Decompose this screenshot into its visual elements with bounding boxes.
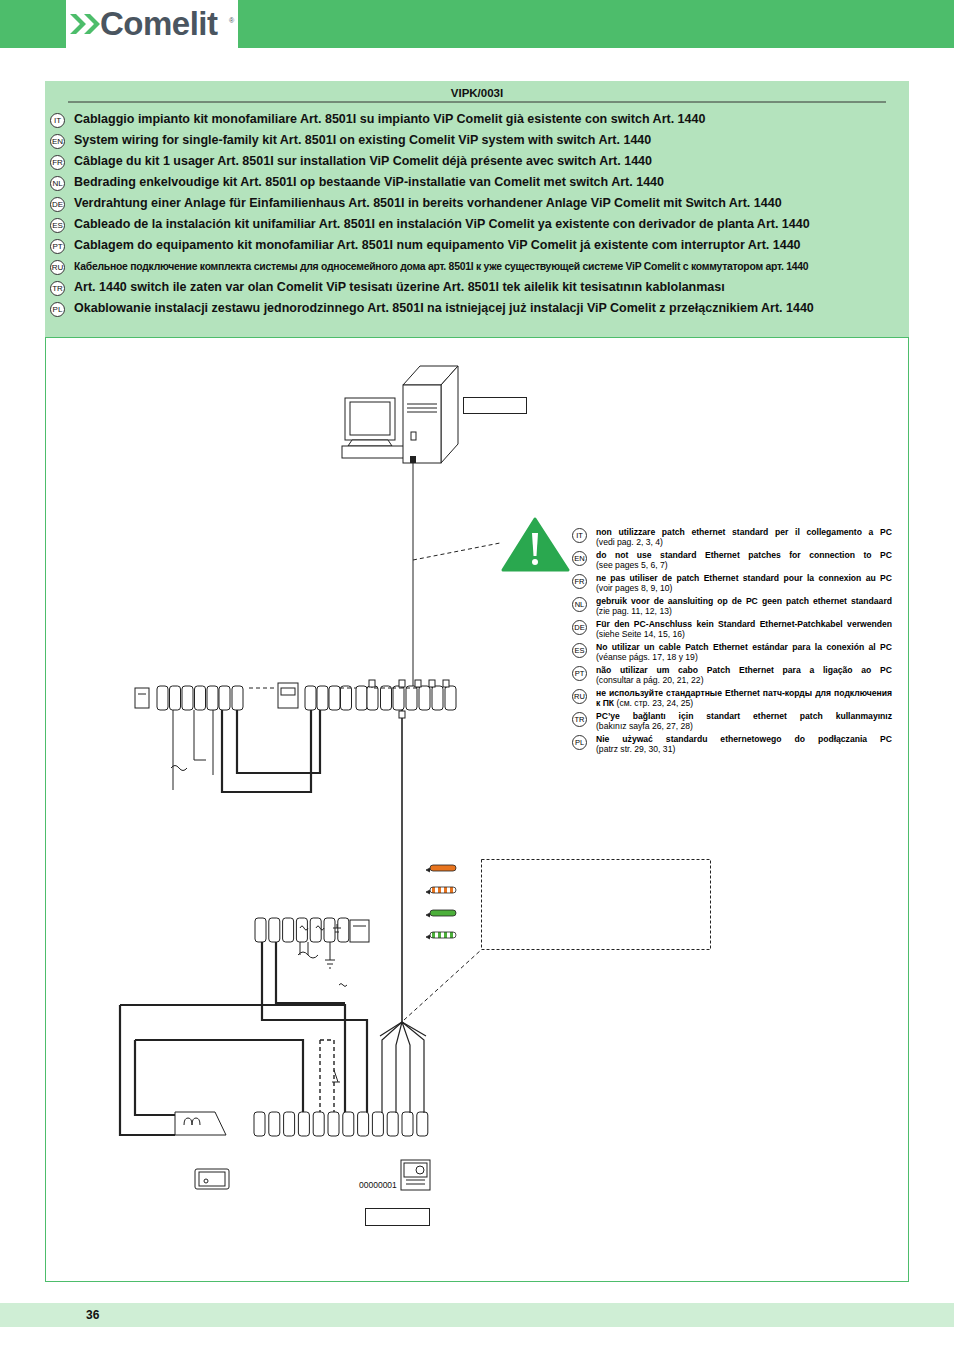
warning-note: PC’ye bağlantı için standart ethernet pa… [596, 711, 892, 721]
language-code: IT [50, 113, 65, 128]
note-text: do not use standard Ethernet patches for… [596, 550, 892, 570]
language-code: ES [572, 643, 587, 658]
page-reference: (see pages 5, 6, 7) [596, 560, 668, 570]
language-code: ES [50, 218, 65, 233]
language-code: NL [50, 176, 65, 191]
warning-note: Für den PC-Anschluss kein Standard Ether… [596, 619, 892, 629]
note-text: non utilizzare patch ethernet standard p… [596, 527, 892, 547]
heading-line: Cablagem do equipamento kit monofamiliar… [74, 238, 801, 253]
language-code: RU [572, 689, 587, 704]
note-text: PC’ye bağlantı için standart ethernet pa… [596, 711, 892, 731]
language-code: IT [572, 528, 587, 543]
page-reference: (consultar a pág. 20, 21, 22) [596, 675, 704, 685]
language-code: PL [572, 735, 587, 750]
language-code: NL [572, 597, 587, 612]
heading-line: Art. 1440 switch ile zaten var olan Come… [74, 280, 725, 295]
language-code: PT [50, 239, 65, 254]
heading-line: Cablaggio impianto kit monofamiliare Art… [74, 112, 705, 127]
language-code: EN [50, 134, 65, 149]
serial-number: 00000001 [359, 1180, 397, 1190]
note-row: TR PC’ye bağlantı için standart ethernet … [572, 711, 892, 732]
page-reference: (zie pag. 11, 12, 13) [596, 606, 672, 616]
page-reference: (см. стр. 23, 24, 25) [617, 698, 694, 708]
warning-note: gebruik voor de aansluiting op de PC gee… [596, 596, 892, 606]
warning-note: No utilizar un cable Patch Ethernet está… [596, 642, 892, 652]
language-code: TR [50, 281, 65, 296]
language-code: RU [50, 260, 65, 275]
note-text: не используйте стандартные Ethernet патч… [596, 688, 892, 708]
heading-line: System wiring for single-family kit Art.… [74, 133, 651, 148]
note-text: não utilizar um cabo Patch Ethernet para… [596, 665, 892, 685]
note-row: RU не используйте стандартные Ethernet па… [572, 688, 892, 709]
note-text: gebruik voor de aansluiting op de PC gee… [596, 596, 892, 616]
heading-line: Cableado de la instalación kit unifamili… [74, 217, 810, 232]
page-number: 36 [86, 1308, 99, 1322]
note-row: NL gebruik voor de aansluiting op de PC g… [572, 596, 892, 617]
heading-line: Verdrahtung einer Anlage für Einfamilien… [74, 196, 782, 211]
registered-mark: ® [229, 17, 234, 24]
heading-line: Okablowanie instalacji zestawu jednorodz… [74, 301, 814, 316]
heading-line: Кабельное подключение комплекта системы … [74, 259, 808, 274]
page-reference: (véanse págs. 17, 18 y 19) [596, 652, 698, 662]
note-row: PL Nie używać standardu ethernetowego do … [572, 734, 892, 755]
warning-note: ne pas utiliser de patch Ethernet standa… [596, 573, 892, 583]
note-text: ne pas utiliser de patch Ethernet standa… [596, 573, 892, 593]
language-code: FR [572, 574, 587, 589]
note-row: ES No utilizar un cable Patch Ethernet es… [572, 642, 892, 663]
note-row: EN do not use standard Ethernet patches f… [572, 550, 892, 571]
language-code: EN [572, 551, 587, 566]
warning-notes: IT non utilizzare patch ethernet standard… [572, 527, 892, 757]
language-code: TR [572, 712, 587, 727]
warning-note: do not use standard Ethernet patches for… [596, 550, 892, 560]
page-reference: (patrz str. 29, 30, 31) [596, 744, 675, 754]
page-reference: (voir pages 8, 9, 10) [596, 583, 672, 593]
language-code: FR [50, 155, 65, 170]
heading-line: Bedrading enkelvoudige kit Art. 8501I op… [74, 175, 664, 190]
note-text: Nie używać standardu ethernetowego do po… [596, 734, 892, 754]
heading-line: Câblage du kit 1 usager Art. 8501I sur i… [74, 154, 652, 169]
note-text: No utilizar un cable Patch Ethernet está… [596, 642, 892, 662]
note-row: PT não utilizar um cabo Patch Ethernet pa… [572, 665, 892, 686]
brand-logo: Comelit [100, 6, 218, 42]
note-row: IT non utilizzare patch ethernet standard… [572, 527, 892, 548]
language-code: DE [572, 620, 587, 635]
page-reference: (siehe Seite 14, 15, 16) [596, 629, 685, 639]
language-code: PT [572, 666, 587, 681]
warning-note: non utilizzare patch ethernet standard p… [596, 527, 892, 537]
language-code: PL [50, 302, 65, 317]
warning-note: não utilizar um cabo Patch Ethernet para… [596, 665, 892, 675]
diagram-title: VIPK/003I [0, 87, 954, 99]
warning-note: Nie używać standardu ethernetowego do po… [596, 734, 892, 744]
note-text: Für den PC-Anschluss kein Standard Ether… [596, 619, 892, 639]
language-code: DE [50, 197, 65, 212]
page-reference: (bakınız sayfa 26, 27, 28) [596, 721, 693, 731]
note-row: FR ne pas utiliser de patch Ethernet stan… [572, 573, 892, 594]
note-row: DE Für den PC-Anschluss kein Standard Eth… [572, 619, 892, 640]
page-reference: (vedi pag. 2, 3, 4) [596, 537, 663, 547]
